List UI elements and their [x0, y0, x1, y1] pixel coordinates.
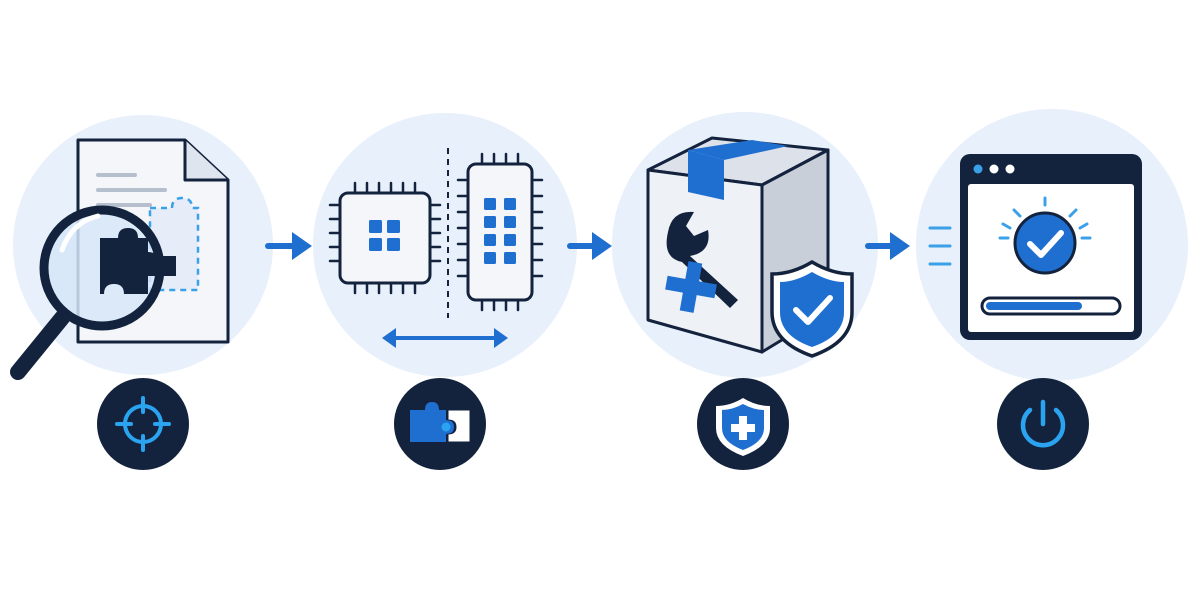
- puzzle-piece-icon: [100, 228, 176, 294]
- progress-bar: [980, 296, 1122, 316]
- wrench-icon: [666, 211, 738, 308]
- step-4-launch: [916, 109, 1188, 381]
- puzzle-connect-icon: [410, 402, 471, 443]
- small-chip-icon: [328, 181, 442, 295]
- step-1-analyze: [10, 115, 273, 380]
- blue-plus-icon: [665, 261, 717, 313]
- large-chip-icon: [456, 152, 544, 312]
- arrow-right-icon: [265, 232, 312, 260]
- crosshair-target-icon: [115, 396, 171, 452]
- check-circle-icon: [998, 196, 1092, 275]
- badge-power: [997, 378, 1089, 470]
- step-3-package: [612, 112, 878, 378]
- step-2-resize: [313, 113, 577, 377]
- magnifier-icon: [10, 205, 176, 380]
- shield-check-icon: [770, 259, 854, 358]
- arrow-right-icon: [567, 232, 612, 260]
- double-arrow-icon: [382, 328, 508, 348]
- badge-shield: [697, 378, 789, 470]
- motion-lines-icon: [928, 226, 952, 266]
- arrow-right-icon: [865, 232, 910, 260]
- power-icon: [1020, 399, 1066, 448]
- badge-target: [97, 378, 189, 470]
- badge-puzzle: [394, 378, 486, 470]
- shield-plus-icon: [716, 398, 770, 456]
